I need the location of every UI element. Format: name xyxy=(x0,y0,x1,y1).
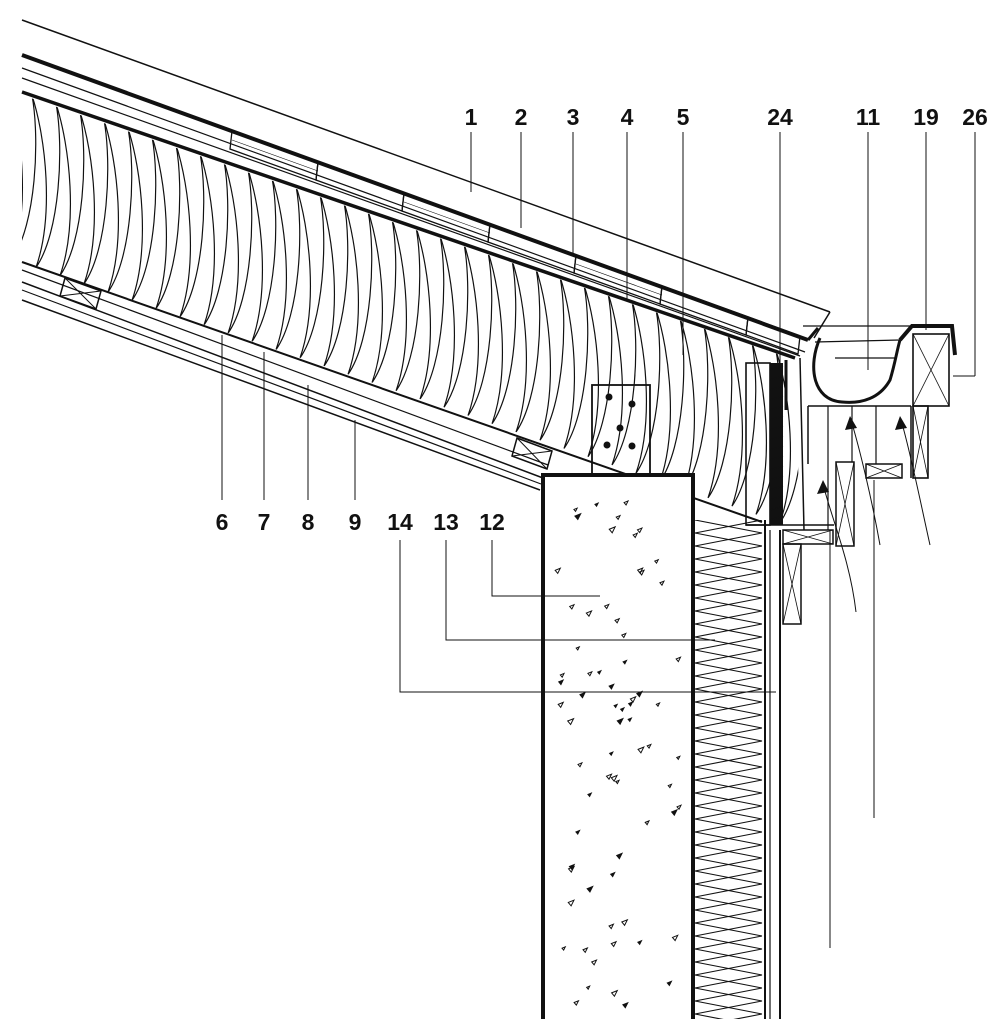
callout-13: 13 xyxy=(433,509,459,535)
anchor-plate xyxy=(591,384,651,476)
callout-19: 19 xyxy=(913,104,939,130)
callout-11: 11 xyxy=(856,104,881,130)
counter-battens xyxy=(229,130,801,355)
callout-12: 12 xyxy=(479,509,505,535)
concrete-wall xyxy=(541,473,695,1019)
leader-lines xyxy=(221,132,976,948)
callout-4: 4 xyxy=(621,104,634,130)
callout-9: 9 xyxy=(349,509,362,535)
callout-2: 2 xyxy=(515,104,528,130)
callout-1: 1 xyxy=(465,104,478,130)
airflow-arrows xyxy=(817,416,931,613)
callout-5: 5 xyxy=(677,104,690,130)
wall-insulation xyxy=(694,520,781,1019)
callout-labels: 1 2 3 4 5 24 11 19 26 6 7 8 9 14 13 12 xyxy=(216,104,988,535)
callout-3: 3 xyxy=(567,104,580,130)
callout-24: 24 xyxy=(767,104,793,130)
callout-6: 6 xyxy=(216,509,229,535)
rafter-ceiling xyxy=(21,269,553,491)
eave-boards xyxy=(745,357,912,625)
callout-7: 7 xyxy=(258,509,271,535)
roof-insulation xyxy=(21,90,800,530)
callout-8: 8 xyxy=(302,509,315,535)
gutter xyxy=(803,324,975,479)
callout-14: 14 xyxy=(387,509,413,535)
callout-26: 26 xyxy=(962,104,988,130)
